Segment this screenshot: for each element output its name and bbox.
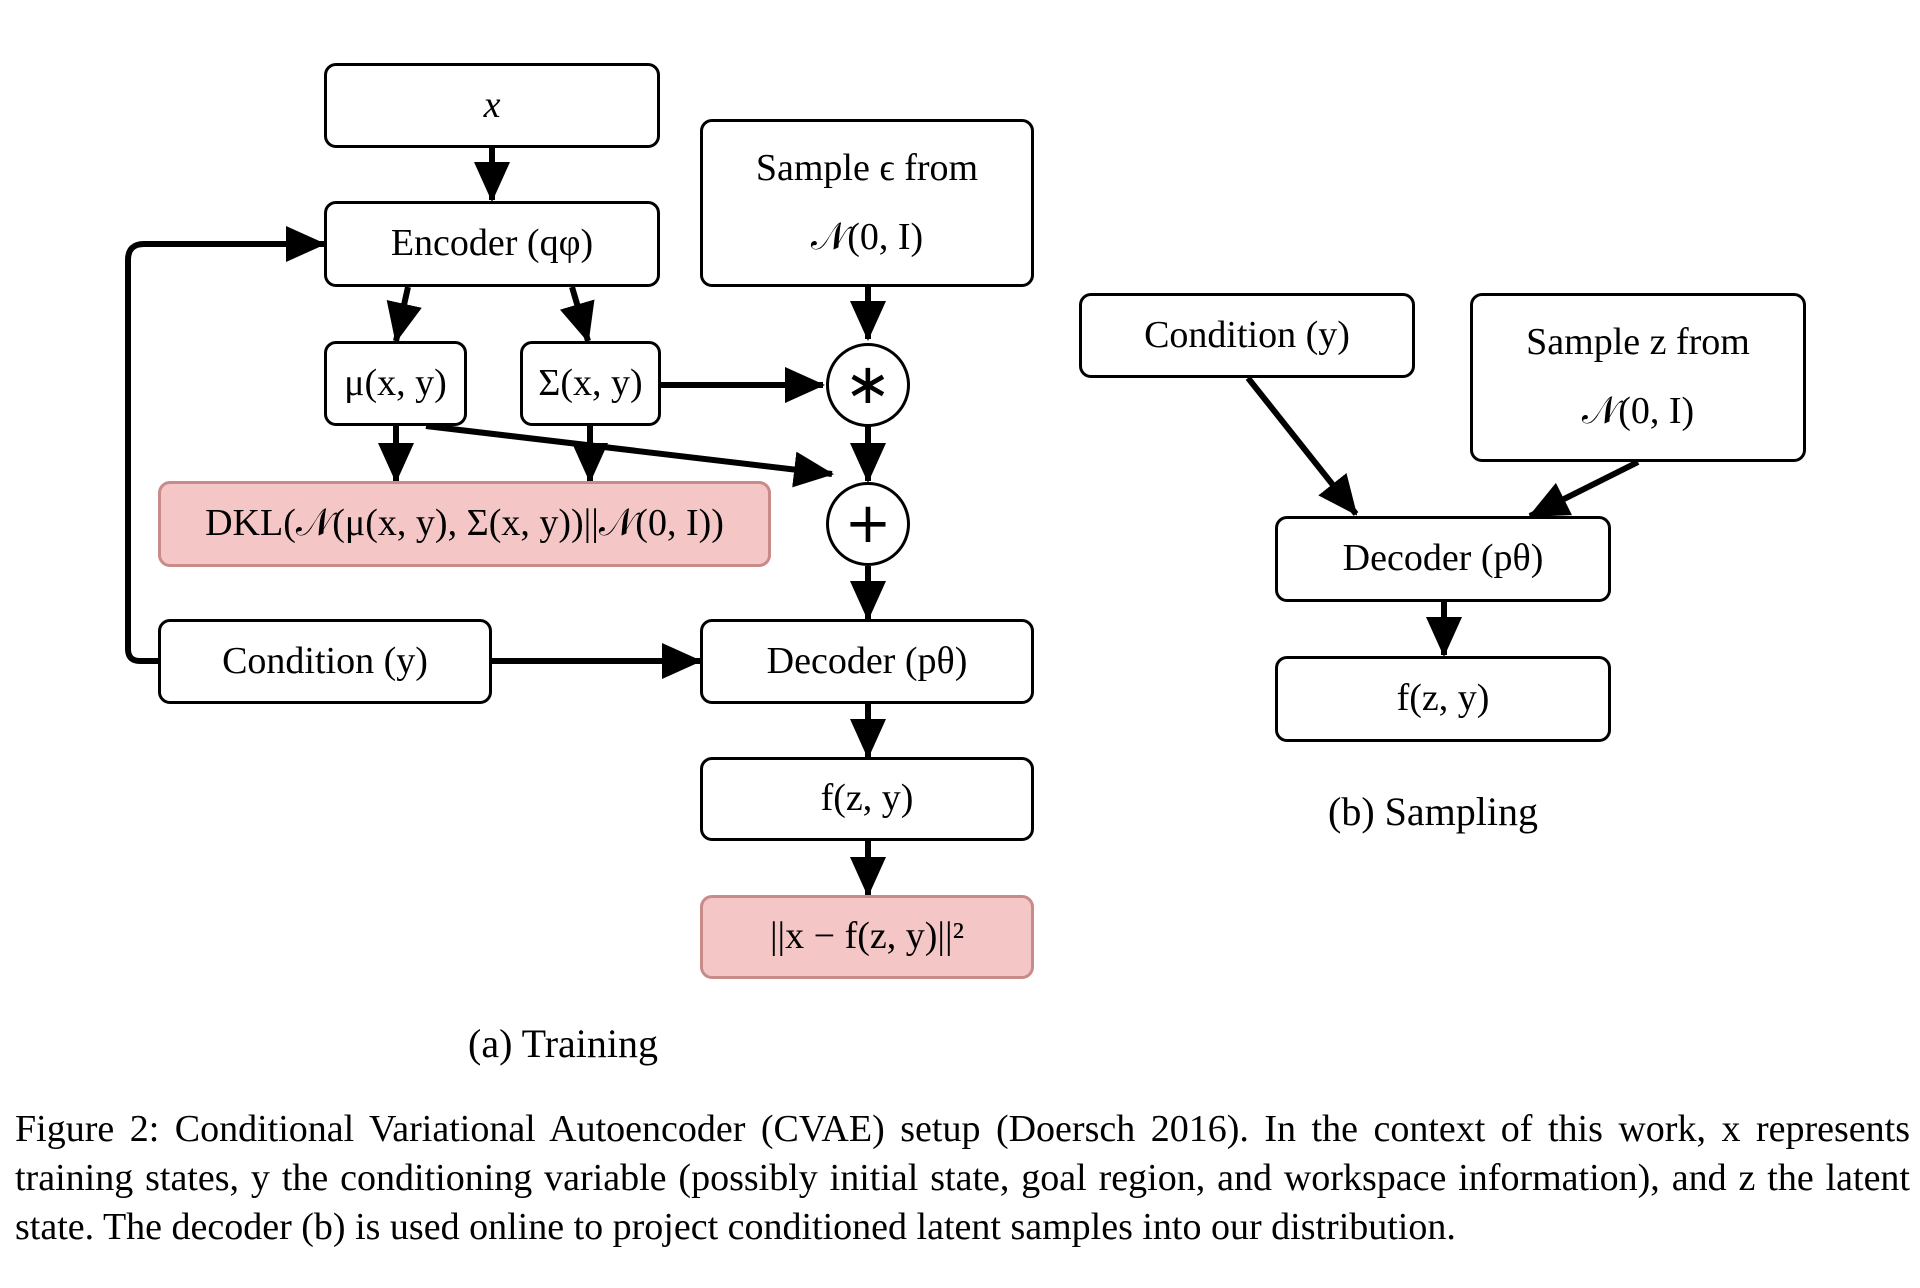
sampling-caption: (b) Sampling xyxy=(1328,789,1538,834)
arrow-sampling-sample-to-decoder xyxy=(1528,459,1640,519)
decoder-label: Decoder (pθ) xyxy=(766,639,968,682)
reconstruction-loss-box: ||x − f(z, y)||² xyxy=(700,895,1034,979)
add-symbol: + xyxy=(844,491,892,556)
arrow-encoder-to-sigma xyxy=(559,286,595,343)
training-caption: (a) Training xyxy=(468,1021,658,1066)
encoder-box: Encoder (qφ) xyxy=(324,201,660,287)
sampling-output-label: f(z, y) xyxy=(1396,677,1490,720)
output-box: f(z, y) xyxy=(700,757,1034,841)
input-x-box: x xyxy=(324,63,660,148)
sampling-condition-label: Condition (y) xyxy=(1144,313,1350,356)
sampling-decoder-box: Decoder (pθ) xyxy=(1275,516,1611,602)
encoder-label: Encoder (qφ) xyxy=(390,222,594,265)
sample-epsilon-line2: 𝒩(0, I) xyxy=(810,215,924,258)
sampling-output-box: f(z, y) xyxy=(1275,656,1611,742)
condition-box: Condition (y) xyxy=(158,619,492,704)
figure-caption-text: Figure 2: Conditional Variational Autoen… xyxy=(15,1108,1910,1248)
kl-loss-label: DKL(𝒩(μ(x, y), Σ(x, y))||𝒩(0, I)) xyxy=(205,502,724,545)
multiply-symbol: ∗ xyxy=(844,352,892,417)
sample-z-line1: Sample z from xyxy=(1526,320,1750,363)
sample-epsilon-line1: Sample ϵ from xyxy=(755,146,979,189)
arrow-sampling-condition-to-decoder xyxy=(1245,376,1359,516)
kl-loss-box: DKL(𝒩(μ(x, y), Σ(x, y))||𝒩(0, I)) xyxy=(158,481,771,567)
arrow-mu-to-add xyxy=(425,423,834,488)
sampling-decoder-label: Decoder (pθ) xyxy=(1342,537,1544,580)
sample-epsilon-box: Sample ϵ from 𝒩(0, I) xyxy=(700,119,1034,287)
reconstruction-loss-label: ||x − f(z, y)||² xyxy=(769,915,965,958)
sigma-label: Σ(x, y) xyxy=(538,361,643,404)
figure-caption: Figure 2: Conditional Variational Autoen… xyxy=(15,1105,1910,1252)
output-label: f(z, y) xyxy=(820,777,914,820)
arrow-encoder-to-mu xyxy=(386,286,422,343)
input-x-label: x xyxy=(483,83,501,126)
sample-z-box: Sample z from 𝒩(0, I) xyxy=(1470,293,1806,462)
mu-box: μ(x, y) xyxy=(324,341,467,426)
mu-label: μ(x, y) xyxy=(344,361,447,404)
multiply-operator: ∗ xyxy=(826,343,910,427)
sigma-box: Σ(x, y) xyxy=(520,341,661,426)
decoder-box: Decoder (pθ) xyxy=(700,619,1034,704)
arrow-condition-to-encoder xyxy=(125,226,326,664)
sampling-condition-box: Condition (y) xyxy=(1079,293,1415,378)
add-operator: + xyxy=(826,482,910,566)
condition-label: Condition (y) xyxy=(222,639,428,682)
sample-z-line2: 𝒩(0, I) xyxy=(1581,390,1695,433)
